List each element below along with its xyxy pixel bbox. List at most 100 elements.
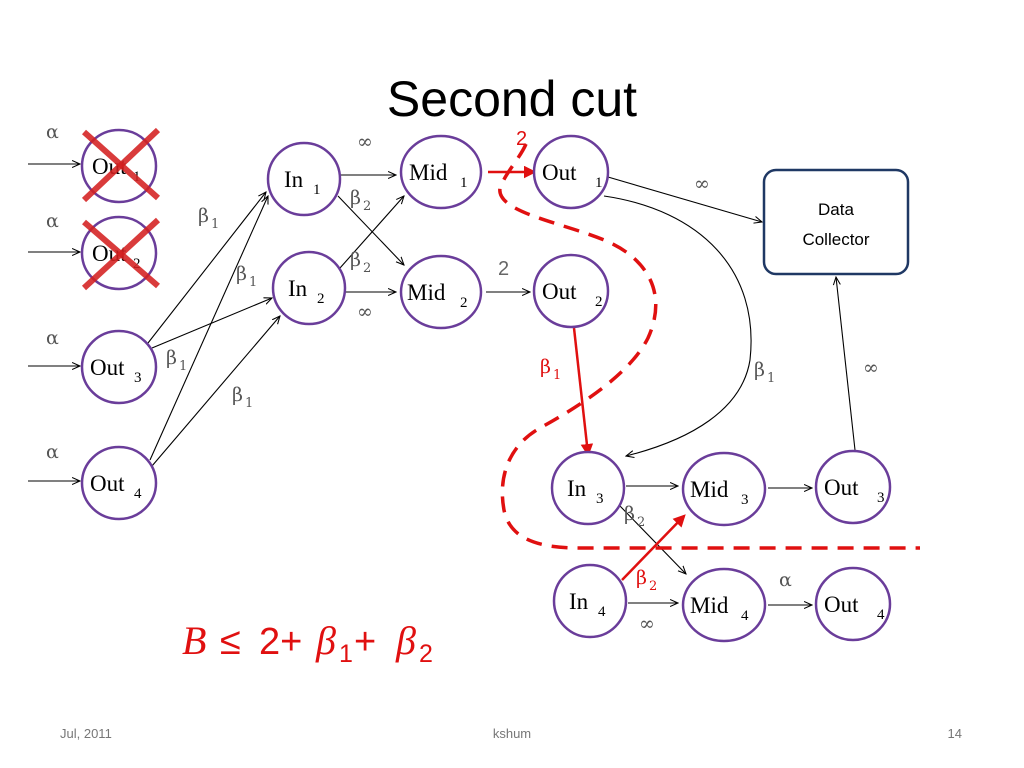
svg-text:β: β [636, 567, 647, 589]
edge-out3-collector [836, 277, 856, 451]
beta2-label-a: β 2 [350, 187, 371, 214]
node-out3: Out 3 [814, 449, 892, 525]
formula-sub2: 2 [419, 640, 433, 668]
node-in4: In 4 [552, 563, 628, 639]
svg-text:β: β [540, 356, 551, 378]
node-in1: In 1 [266, 141, 342, 217]
node-mid1: Mid 1 [399, 134, 483, 210]
node-mid4: Mid 4 [681, 567, 767, 643]
node-in2-sub: 2 [317, 291, 325, 307]
infinity-label-in4-mid4: ∞ [639, 613, 655, 635]
svg-text:β: β [624, 503, 635, 525]
infinity-label-out1-collector: ∞ [694, 173, 710, 195]
infinity-label-in2-mid2: ∞ [357, 301, 373, 323]
svg-text:1: 1 [245, 396, 253, 411]
beta1-label-c: β 1 [166, 347, 187, 374]
node-mid1-label: Mid [409, 160, 448, 185]
svg-text:1: 1 [767, 371, 775, 386]
cross-out2-icon [81, 217, 161, 291]
edge-out1-collector [607, 176, 762, 222]
svg-text:β: β [236, 263, 247, 285]
node-out1: Out 1 [532, 134, 610, 210]
node-out2: Out 2 [532, 253, 610, 329]
cut-beta2-label: β 2 [636, 567, 657, 594]
beta1-label-a: β 1 [198, 205, 219, 232]
node-out4-left-label: Out [90, 471, 125, 496]
edge-in1-mid2 [337, 195, 404, 265]
beta2-label-c: β 2 [624, 503, 645, 530]
node-mid4-sub: 4 [741, 608, 749, 624]
beta1-label-b: β 1 [236, 263, 257, 290]
edge-out1-in3 [603, 195, 752, 456]
node-out3-left: Out 3 [80, 329, 158, 405]
collector-line1: Data [818, 200, 854, 219]
edge-in3-mid4 [619, 505, 686, 574]
node-mid3-sub: 3 [741, 492, 749, 508]
node-out4-label: Out [824, 592, 859, 617]
svg-text:1: 1 [211, 217, 219, 232]
beta2-label-b: β 2 [350, 249, 371, 276]
node-mid3: Mid 3 [681, 451, 767, 527]
node-out4-left: Out 4 [80, 445, 158, 521]
node-in3-sub: 3 [596, 491, 604, 507]
node-out1-sub: 1 [595, 175, 603, 191]
alpha-label-2: α [46, 210, 59, 232]
svg-text:2: 2 [363, 261, 371, 276]
node-in2: In 2 [271, 250, 347, 326]
node-in3-label: In [567, 476, 587, 501]
page-title: Second cut [387, 71, 637, 127]
node-mid4-label: Mid [690, 593, 729, 618]
edge-out4-in1 [149, 196, 268, 461]
formula-b: B [182, 618, 206, 663]
cut-line [498, 143, 920, 550]
formula-sub1: 1 [339, 640, 353, 668]
node-in2-label: In [288, 276, 308, 301]
svg-text:β: β [350, 187, 361, 209]
alpha-label-mid4: α [779, 569, 792, 591]
node-in1-label: In [284, 167, 304, 192]
node-out4-sub: 4 [877, 607, 885, 623]
node-in4-sub: 4 [598, 604, 606, 620]
svg-text:β: β [350, 249, 361, 271]
node-in4-label: In [569, 589, 589, 614]
footer-author: kshum [493, 726, 531, 741]
node-in3: In 3 [550, 450, 626, 526]
svg-text:1: 1 [249, 275, 257, 290]
node-out2-sub: 2 [595, 294, 603, 310]
svg-text:1: 1 [553, 368, 561, 383]
node-out1-label: Out [542, 160, 577, 185]
svg-text:2: 2 [637, 515, 645, 530]
formula-beta2: β [395, 618, 416, 663]
cut-capacity-label-top: 2 [516, 128, 527, 150]
svg-text:β: β [232, 384, 243, 406]
node-out4: Out 4 [814, 566, 892, 642]
node-in1-sub: 1 [313, 182, 321, 198]
edge-out3-in1 [147, 192, 266, 344]
footer-page-number: 14 [948, 726, 962, 741]
infinity-label-out3-collector: ∞ [863, 357, 879, 379]
infinity-label-in1-mid1: ∞ [357, 131, 373, 153]
svg-text:β: β [754, 359, 765, 381]
node-mid1-sub: 1 [460, 175, 468, 191]
svg-text:β: β [166, 347, 177, 369]
bound-formula: B ≤ 2+ β 1 + β 2 [182, 618, 433, 668]
alpha-label-1: α [46, 121, 59, 143]
svg-text:2: 2 [363, 199, 371, 214]
node-out2-label: Out [542, 279, 577, 304]
node-out4-left-sub: 4 [134, 486, 142, 502]
node-mid2-label: Mid [407, 280, 446, 305]
node-mid2: Mid 2 [399, 254, 483, 330]
formula-two-plus: 2+ [259, 621, 302, 663]
footer-date: Jul, 2011 [60, 726, 112, 741]
svg-text:β: β [198, 205, 209, 227]
formula-plus: + [354, 621, 376, 663]
node-mid2-sub: 2 [460, 295, 468, 311]
svg-text:1: 1 [179, 359, 187, 374]
formula-beta1: β [315, 618, 336, 663]
formula-leq: ≤ [220, 621, 241, 663]
svg-text:2: 2 [649, 579, 657, 594]
alpha-label-4: α [46, 441, 59, 463]
alpha-label-3: α [46, 327, 59, 349]
